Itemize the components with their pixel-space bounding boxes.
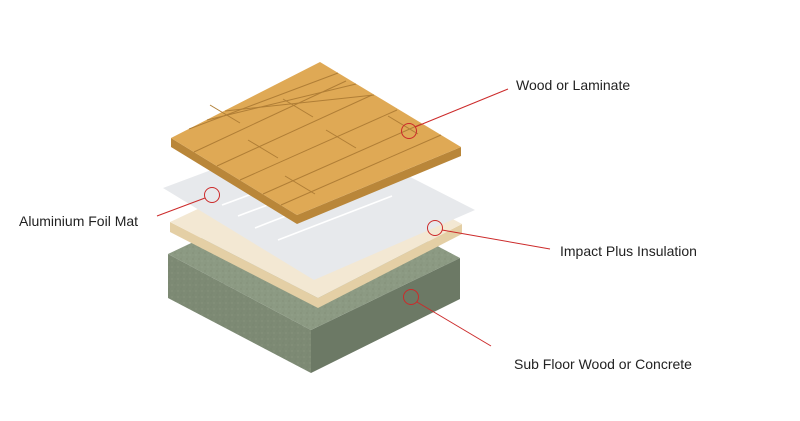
callout-line-wood (414, 88, 509, 128)
wood-layer (171, 62, 461, 224)
insulation-front-right-edge (318, 224, 462, 308)
wood-front-left-edge (171, 138, 297, 224)
wood-top-face (171, 62, 461, 215)
callout-marker-subfloor (403, 289, 419, 305)
insulation-front-left-edge (170, 222, 318, 308)
callout-marker-foil (204, 187, 220, 203)
label-sub-floor: Sub Floor Wood or Concrete (514, 356, 692, 372)
label-aluminium-foil-mat: Aluminium Foil Mat (19, 213, 139, 229)
callout-line-impact (441, 229, 551, 250)
callout-marker-impact (427, 220, 443, 236)
wood-plank-seams (188, 72, 442, 206)
callout-line-foil (156, 197, 206, 217)
callout-marker-wood (401, 123, 417, 139)
callout-line-subfloor (416, 301, 492, 347)
callouts (156, 88, 551, 347)
subfloor-right-face (311, 258, 460, 373)
label-wood-or-laminate: Wood or Laminate (516, 77, 631, 93)
label-impact-plus-insulation: Impact Plus Insulation (560, 243, 697, 259)
wood-front-right-edge (297, 147, 461, 224)
